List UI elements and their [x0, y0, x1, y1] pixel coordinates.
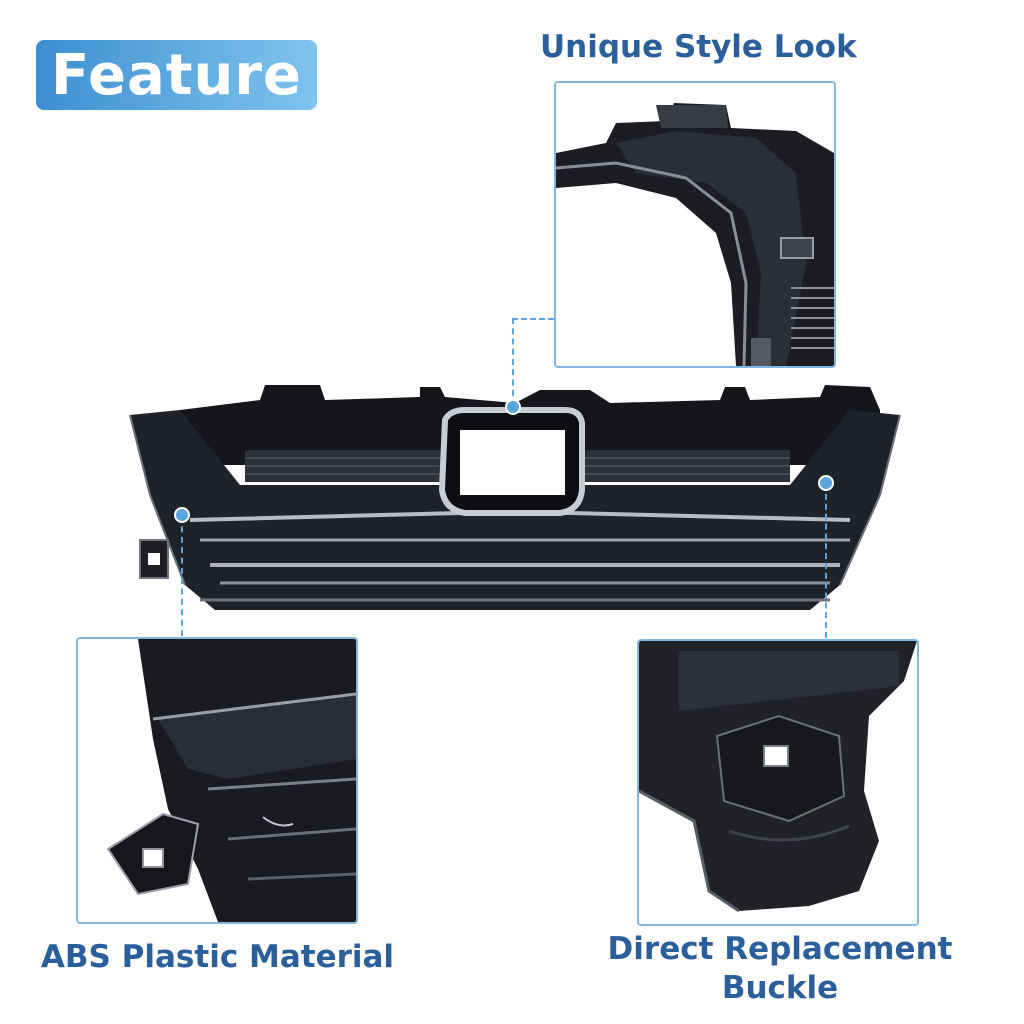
detail-image-style: [554, 81, 836, 368]
caption-abs-plastic-material: ABS Plastic Material: [40, 939, 395, 975]
product-image-grille: [120, 375, 910, 625]
callout-dot-left: [174, 507, 190, 523]
callout-line-top: [512, 318, 514, 406]
callout-line-left: [181, 516, 183, 636]
detail-image-buckle: [637, 639, 919, 926]
detail-image-material: [76, 637, 358, 924]
caption-line-2: Buckle: [721, 969, 839, 1006]
feature-badge: Feature: [36, 40, 317, 110]
feature-badge-label: Feature: [51, 42, 302, 108]
caption-line-1: Direct Replacement: [607, 931, 953, 967]
callout-dot-top: [505, 399, 521, 415]
caption-direct-replacement-buckle: Direct Replacement Buckle: [605, 930, 955, 1008]
callout-line-top-horizontal: [512, 318, 554, 320]
callout-line-right: [825, 484, 827, 638]
callout-dot-right: [818, 475, 834, 491]
caption-unique-style-look: Unique Style Look: [540, 29, 857, 65]
